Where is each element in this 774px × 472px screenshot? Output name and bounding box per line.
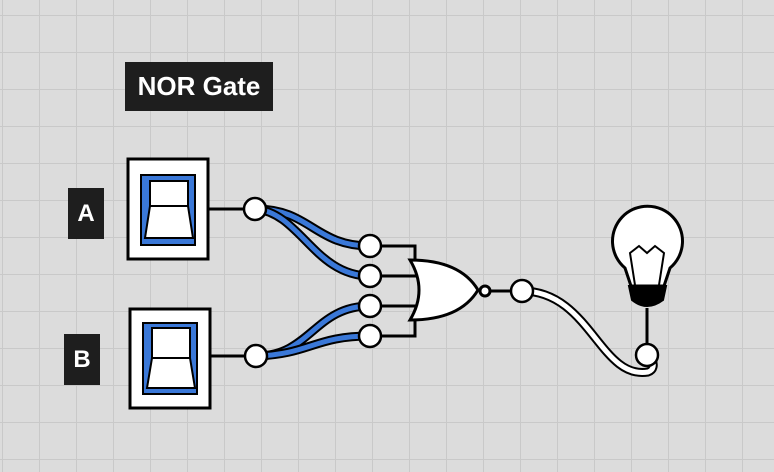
switch-icon bbox=[145, 327, 197, 389]
input-label-b: B bbox=[64, 334, 100, 385]
gate-input-1 bbox=[357, 233, 383, 259]
connector-a bbox=[242, 196, 268, 222]
input-label-a: A bbox=[68, 188, 104, 239]
gate-input-2 bbox=[357, 263, 383, 289]
input-a-wires bbox=[255, 204, 371, 281]
diagram-title: NOR Gate bbox=[125, 62, 273, 111]
switch-icon bbox=[143, 180, 195, 239]
bulb-node bbox=[634, 342, 660, 368]
input-b-wires bbox=[256, 301, 371, 361]
gate-input-3 bbox=[357, 293, 383, 319]
connector-b bbox=[243, 343, 269, 369]
light-bulb-icon bbox=[611, 204, 684, 307]
switch-a[interactable] bbox=[126, 157, 210, 261]
gate-input-leads bbox=[381, 244, 418, 338]
gate-input-4 bbox=[357, 323, 383, 349]
nor-gate-icon bbox=[407, 258, 492, 322]
switch-b[interactable] bbox=[128, 307, 212, 410]
connectors bbox=[242, 196, 660, 369]
output-wire bbox=[521, 286, 658, 377]
gate-output-node bbox=[509, 278, 535, 304]
